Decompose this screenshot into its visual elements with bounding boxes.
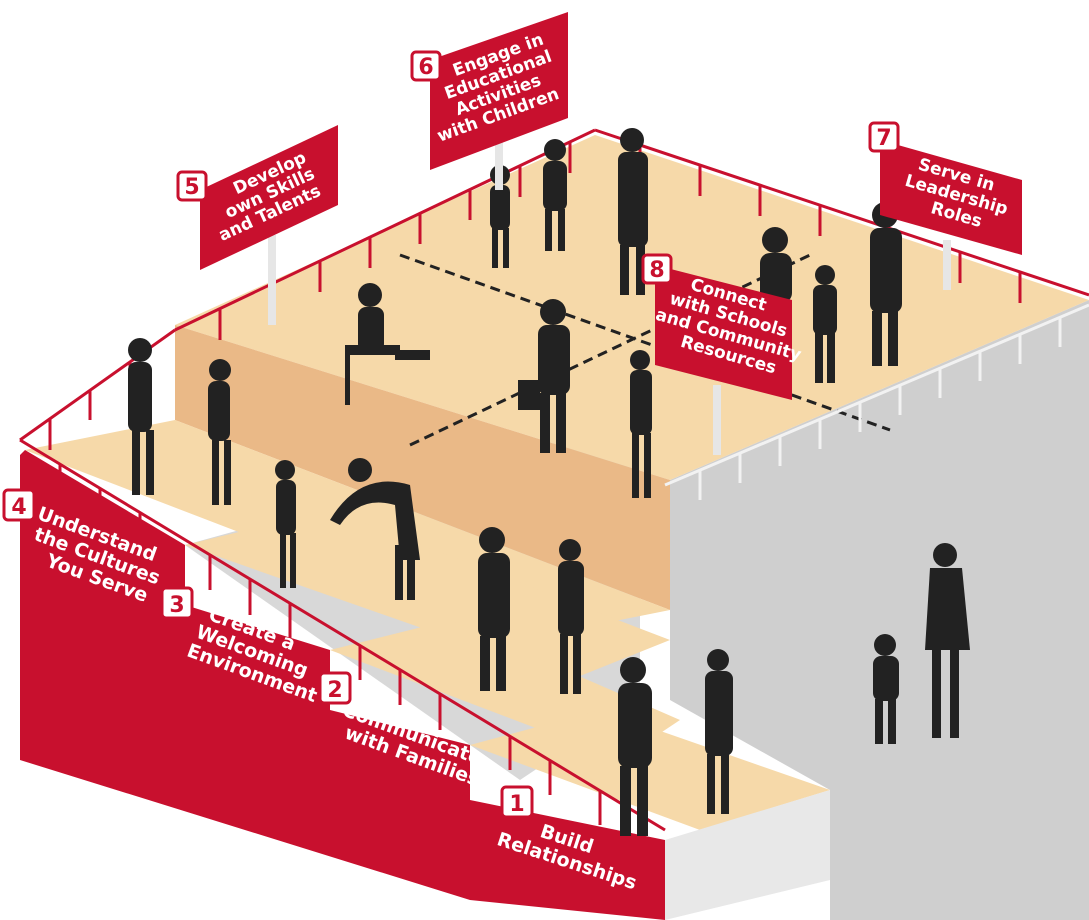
step-3-number: 3 [169, 593, 184, 618]
step-4-number: 4 [11, 495, 26, 520]
sign-6-number: 6 [418, 55, 433, 80]
sign-8-number: 8 [649, 258, 664, 283]
sign-5-number: 5 [184, 175, 199, 200]
step-2-number: 2 [327, 678, 342, 703]
step-1-number: 1 [509, 792, 524, 817]
person-silhouette-icon [760, 227, 792, 303]
sign-7-number: 7 [876, 126, 891, 151]
